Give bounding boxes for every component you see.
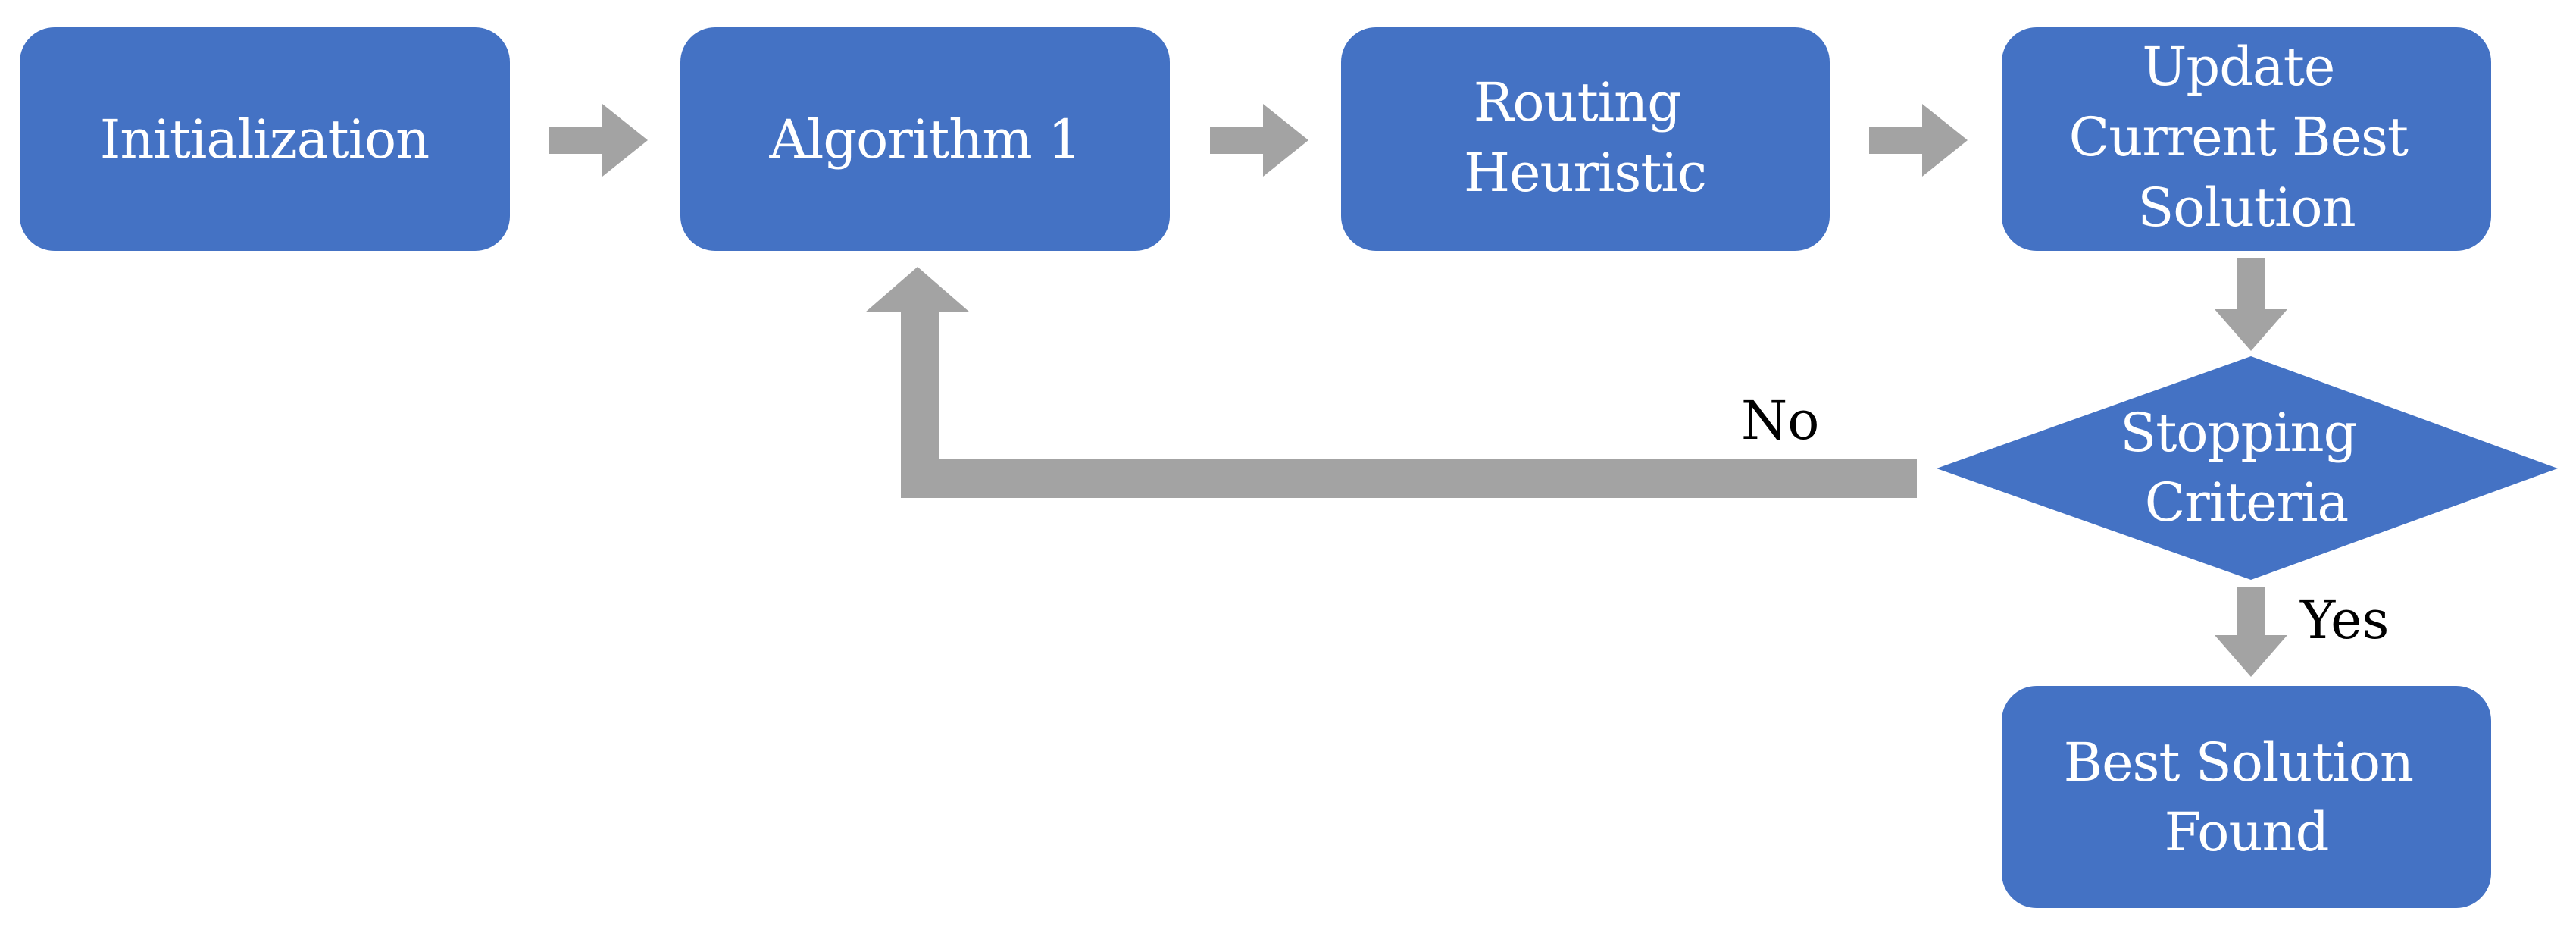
label-initialization: Initialization	[100, 108, 430, 171]
node-labels-layer: Initialization Algorithm 1 Routing Heuri…	[100, 36, 2430, 863]
nodes-layer	[20, 27, 2558, 908]
label-routing-heuristic: Routing Heuristic	[1464, 71, 1706, 204]
node-best-solution-found	[2002, 686, 2491, 908]
arrow-routing-heuristic-to-update-current-best-solution	[1869, 104, 1968, 177]
node-initialization	[20, 27, 510, 251]
edge-label-no: No	[1741, 390, 1819, 452]
node-routing-heuristic	[1341, 27, 1830, 251]
edge-labels-layer: No Yes	[1741, 390, 2389, 651]
label-stopping-criteria: Stopping Criteria	[2120, 402, 2372, 534]
arrows-layer	[549, 104, 2287, 677]
node-update-current-best-solution	[2002, 27, 2491, 251]
node-algorithm-1	[680, 27, 1170, 251]
edge-label-yes: Yes	[2299, 589, 2389, 651]
arrow-update-current-best-solution-to-stopping-criteria	[2215, 258, 2287, 351]
arrow-initialization-to-algorithm-1	[549, 104, 648, 177]
label-best-solution-found: Best Solution Found	[2064, 731, 2430, 863]
arrow-stopping-criteria-to-algorithm-1	[865, 267, 1917, 498]
label-update-current-best-solution: Update Current Best Solution	[2069, 36, 2424, 239]
arrow-stopping-criteria-to-best-solution-found	[2215, 587, 2287, 677]
node-stopping-criteria	[1937, 356, 2558, 580]
label-algorithm-1: Algorithm 1	[768, 108, 1080, 171]
arrow-algorithm-1-to-routing-heuristic	[1210, 104, 1308, 177]
